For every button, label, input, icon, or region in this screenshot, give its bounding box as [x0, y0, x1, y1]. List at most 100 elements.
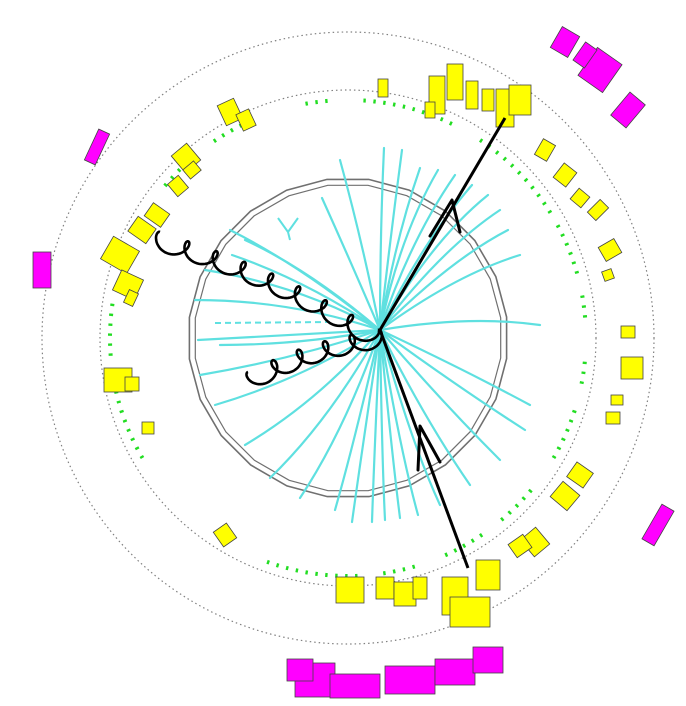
muon-hit — [444, 552, 449, 558]
muon-hit — [555, 224, 561, 229]
calorimeter-tower — [182, 160, 202, 180]
inner-guide-circle — [99, 89, 597, 587]
muon-hit — [285, 565, 289, 571]
muon-hit — [564, 242, 570, 247]
calorimeter-tower — [122, 289, 140, 307]
calorimeter-tower — [610, 91, 646, 129]
calorimeter-tower — [620, 356, 644, 380]
muon-hit — [421, 109, 425, 115]
track-line — [243, 238, 382, 332]
calorimeter-tower — [586, 198, 610, 222]
muon-hit — [266, 559, 270, 565]
track-line — [198, 328, 382, 377]
track-line — [243, 328, 382, 447]
calorimeter-tower — [216, 97, 244, 127]
muon-hit — [126, 428, 131, 433]
muon-hit — [315, 99, 318, 105]
muon-hit — [579, 381, 584, 385]
muon-hit — [392, 569, 396, 574]
calorimeter-tower — [605, 411, 621, 425]
calorimeter-tower — [566, 461, 594, 489]
calorimeter-tower — [449, 596, 491, 628]
calorimeter-tower — [610, 394, 624, 406]
feynman-overlay — [154, 117, 507, 569]
muon-hit — [212, 138, 217, 143]
track-line — [193, 298, 382, 332]
incoming-quark-line — [378, 329, 470, 569]
gluon-coil-icon — [245, 328, 384, 386]
muon-hit — [560, 437, 566, 442]
calorimeter-tower — [641, 503, 675, 547]
guide-circles — [41, 31, 655, 645]
track-line — [230, 253, 382, 332]
short-track-segment — [277, 217, 299, 241]
muon-hit — [411, 106, 416, 112]
muon-hit — [315, 571, 318, 577]
calorimeter-tower — [384, 665, 436, 695]
track-line — [378, 319, 542, 332]
muon-hit — [521, 496, 527, 501]
muon-hit — [574, 270, 580, 275]
muon-hit — [295, 568, 299, 573]
calorimeter-tower — [286, 658, 314, 682]
muon-hit — [402, 567, 406, 572]
track-line — [378, 328, 527, 432]
calorimeter-tower — [601, 268, 615, 282]
track-line — [378, 166, 422, 332]
track-line — [196, 328, 382, 342]
calorimeter-tower — [124, 376, 140, 392]
muon-hit — [514, 503, 520, 508]
track-line — [378, 328, 472, 487]
muon-hit — [448, 121, 453, 126]
muon-hit — [229, 127, 234, 133]
muon-hit — [470, 538, 475, 544]
calorimeter-tower — [481, 88, 495, 112]
calorimeter-tower — [99, 235, 141, 275]
track-line — [298, 328, 382, 500]
muon-hit — [176, 168, 182, 173]
inner-calorimeter-towers — [99, 63, 644, 628]
track-line — [320, 196, 382, 332]
muon-hit — [581, 371, 586, 375]
muon-hit — [507, 510, 512, 515]
track-line — [378, 148, 404, 332]
outer-calorimeter-towers — [32, 26, 675, 699]
muon-hit — [453, 548, 458, 553]
muon-hit — [411, 564, 416, 570]
track-line — [378, 208, 502, 332]
charged-tracks — [193, 146, 542, 524]
muon-hit — [500, 516, 505, 522]
calorimeter-tower — [549, 480, 581, 512]
track-line — [333, 328, 382, 512]
muon-hit — [163, 182, 168, 188]
muon-hit — [479, 533, 484, 538]
calorimeter-tower — [32, 251, 52, 289]
calorimeter-tower — [375, 576, 395, 600]
calorimeter-tower — [620, 325, 636, 339]
track-line — [378, 328, 387, 522]
track-line — [378, 328, 532, 407]
calorimeter-tower — [329, 673, 381, 699]
track-line — [378, 228, 510, 332]
muon-hit — [139, 454, 145, 460]
muon-hit — [580, 295, 585, 299]
muon-hit — [568, 251, 573, 256]
muon-hit — [439, 116, 444, 122]
calorimeter-tower — [549, 26, 581, 58]
track-line — [378, 328, 442, 507]
calorimeter-tower — [141, 421, 155, 435]
muon-hit — [560, 233, 565, 238]
muon-hit — [392, 102, 396, 107]
track-line — [378, 328, 502, 462]
muon-hit — [116, 400, 121, 404]
quark-line-arrow-icon — [416, 424, 442, 472]
muon-hit — [536, 193, 541, 198]
muon-hit — [110, 303, 115, 307]
muon-hit — [530, 185, 535, 190]
track-line — [378, 253, 522, 332]
calorimeter-tower — [83, 128, 111, 166]
calorimeter-tower — [335, 576, 365, 604]
muon-hit — [169, 175, 175, 180]
track-line — [218, 328, 382, 347]
